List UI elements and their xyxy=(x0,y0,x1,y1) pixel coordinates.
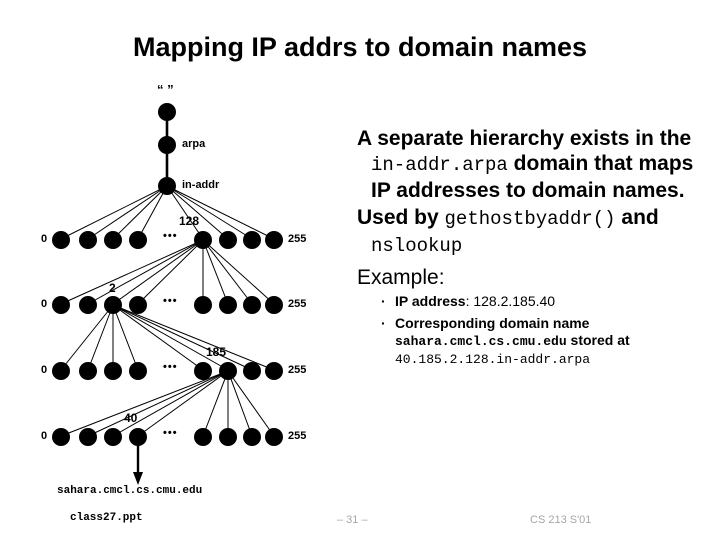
edges-inaddr-to-octet1 xyxy=(60,185,275,240)
node-label-octet-2-highlight: 2 xyxy=(109,281,116,295)
bullet2-label: Corresponding domain name xyxy=(395,315,590,331)
bullet2-hostname-code: sahara.cmcl.cs.cmu.edu xyxy=(395,334,567,349)
edges-octet2-to-octet3 xyxy=(60,304,275,371)
bullet1-label: IP address xyxy=(395,293,466,309)
bullet2-reverse-code: 40.185.2.128.in-addr.arpa xyxy=(395,352,591,367)
bullet2-mid: stored at xyxy=(566,332,630,348)
page-title: Mapping IP addrs to domain names xyxy=(132,32,588,62)
bullet1-value: 128.2.185.40 xyxy=(473,293,556,309)
dns-reverse-tree-diagram: “ ” arpa in-addr 0 255 ••• 128 0 255 •••… xyxy=(0,0,340,540)
node-arpa xyxy=(158,136,176,154)
node-root xyxy=(158,103,176,121)
edges-octet3-to-octet4 xyxy=(60,370,275,437)
ellipsis-octet-2: ••• xyxy=(163,295,178,307)
paragraph-hierarchy: A separate hierarchy exists in the in-ad… xyxy=(357,126,715,203)
example-heading: Example: xyxy=(357,266,445,289)
source-file-caption: class27.ppt xyxy=(70,512,143,524)
para2-part-b: and xyxy=(615,206,659,229)
tree-edges-svg xyxy=(52,103,283,485)
arrow-to-hostname xyxy=(133,440,143,485)
range-min-octet-1: 0 xyxy=(41,233,48,245)
bullet-domain-name: · Corresponding domain name sahara.cmcl.c… xyxy=(357,315,715,368)
bullet-ip-address: · IP address: 128.2.185.40 xyxy=(357,293,715,310)
ellipsis-octet-4: ••• xyxy=(163,427,178,439)
ellipsis-octet-1: ••• xyxy=(163,230,178,242)
para1-part-b: domain that maps IP addresses to domain … xyxy=(371,152,694,202)
footer-course-label: CS 213 S'01 xyxy=(530,514,592,526)
node-row-octet-2 xyxy=(52,296,283,314)
para2-part-a: Used by xyxy=(357,206,445,229)
range-min-octet-4: 0 xyxy=(41,430,48,442)
node-row-octet-3 xyxy=(52,362,283,380)
para2-nslookup-code: nslookup xyxy=(371,235,463,257)
range-min-octet-2: 0 xyxy=(41,298,48,310)
node-label-octet-3-highlight: 185 xyxy=(206,345,227,359)
range-max-octet-1: 255 xyxy=(288,233,307,245)
node-label-in-addr: in-addr xyxy=(182,179,220,191)
paragraph-usedby: Used by gethostbyaddr() and nslookup xyxy=(357,205,715,259)
node-label-arpa: arpa xyxy=(182,138,206,150)
range-max-octet-3: 255 xyxy=(288,364,307,376)
para1-part-a: A separate hierarchy exists in the xyxy=(357,127,692,150)
bullet-marker-icon: · xyxy=(381,315,386,331)
para2-gethostbyaddr-code: gethostbyaddr() xyxy=(444,208,616,230)
edges-octet1-to-octet2 xyxy=(60,239,275,305)
para1-domain-code: in-addr.arpa xyxy=(371,154,508,176)
bullet1-separator: : xyxy=(465,293,474,309)
node-label-octet-4-highlight: 40 xyxy=(124,411,138,425)
footer-page-marker: – 31 – xyxy=(337,514,368,526)
node-row-octet-1 xyxy=(52,231,283,249)
leaf-hostname-caption: sahara.cmcl.cs.cmu.edu xyxy=(57,485,203,497)
node-row-octet-4 xyxy=(52,428,283,446)
node-in-addr xyxy=(158,177,176,195)
range-min-octet-3: 0 xyxy=(41,364,48,376)
bullet-marker-icon: · xyxy=(381,293,386,309)
range-max-octet-2: 255 xyxy=(288,298,307,310)
node-label-octet-1-highlight: 128 xyxy=(179,214,200,228)
node-label-root: “ ” xyxy=(157,82,174,97)
range-max-octet-4: 255 xyxy=(288,430,307,442)
body-text-panel: A separate hierarchy exists in the in-ad… xyxy=(357,126,715,373)
ellipsis-octet-3: ••• xyxy=(163,361,178,373)
